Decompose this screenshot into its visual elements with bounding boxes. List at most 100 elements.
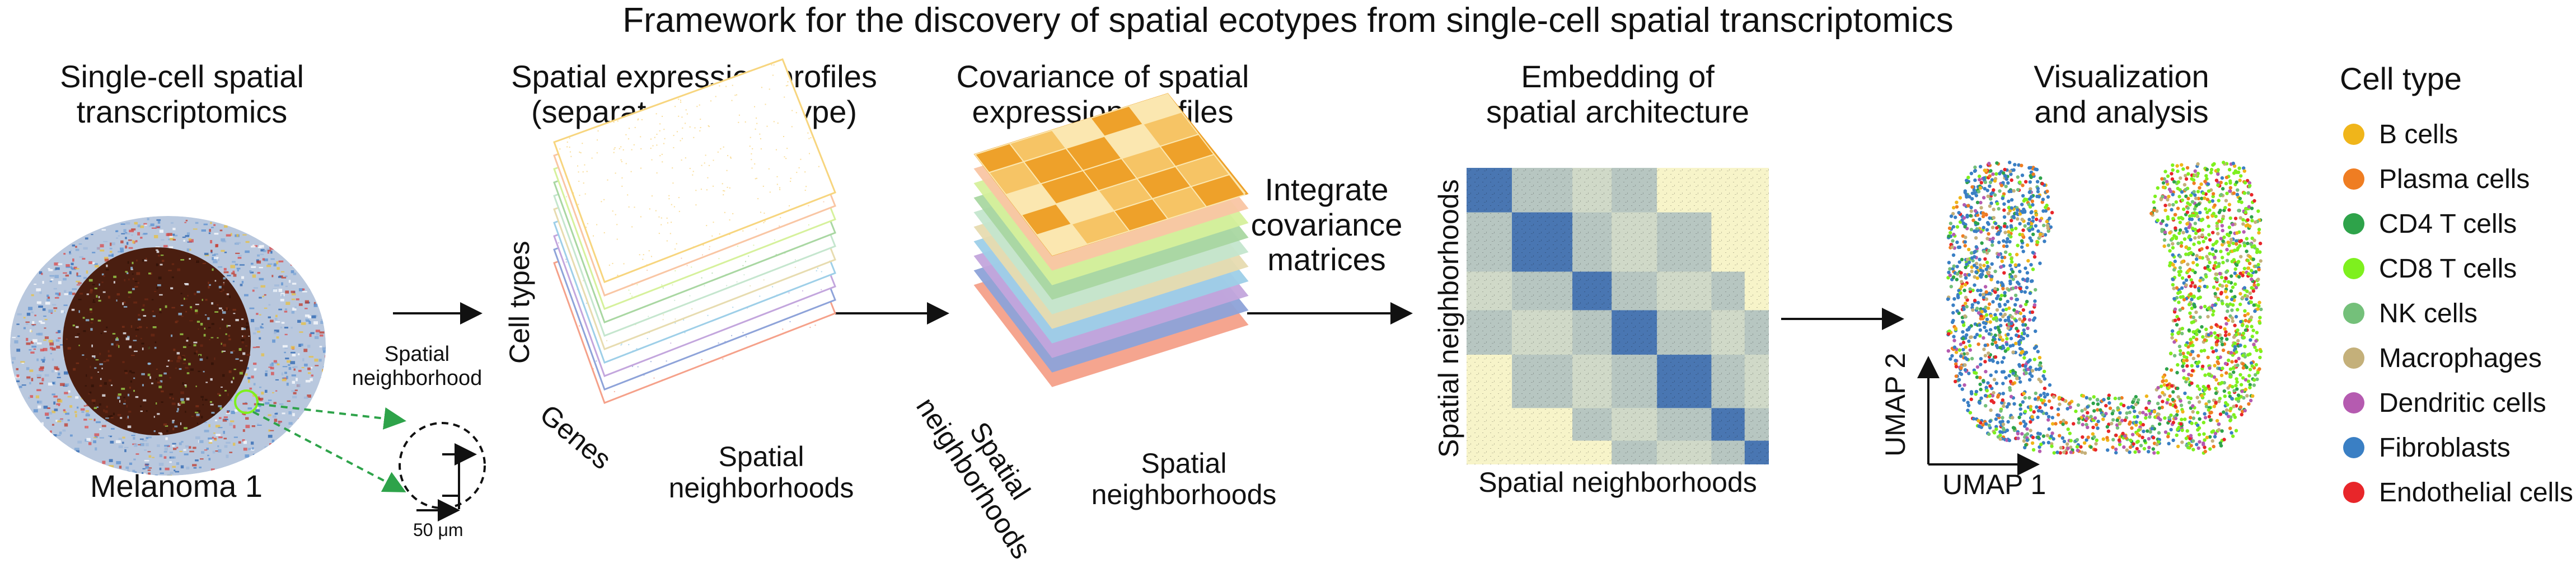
umap-point bbox=[2008, 439, 2011, 442]
tissue-cell bbox=[58, 337, 60, 339]
umap-panel bbox=[1928, 161, 2263, 464]
tissue-cell bbox=[274, 284, 279, 286]
tumor-cell bbox=[232, 350, 235, 351]
umap-point bbox=[2216, 287, 2219, 290]
tissue-cell bbox=[278, 309, 282, 311]
umap-point bbox=[2118, 411, 2121, 415]
tissue-cell bbox=[76, 272, 78, 276]
umap-point bbox=[2180, 440, 2184, 444]
tissue-cell bbox=[270, 258, 274, 260]
tissue-cell bbox=[208, 458, 210, 460]
tissue-cell bbox=[192, 464, 196, 466]
tissue-cell bbox=[306, 321, 311, 322]
umap-point bbox=[2193, 295, 2196, 299]
umap-point bbox=[2158, 406, 2161, 410]
profile-mark bbox=[674, 206, 675, 208]
umap-point bbox=[2046, 195, 2050, 199]
profile-mark bbox=[761, 148, 762, 149]
umap-point bbox=[2250, 278, 2253, 281]
tissue-cell bbox=[58, 405, 60, 406]
umap-point bbox=[1970, 270, 1973, 273]
tumor-cell bbox=[204, 334, 206, 337]
tumor-cell bbox=[79, 311, 80, 313]
tumor-cell bbox=[157, 284, 161, 286]
tumor-cell bbox=[137, 327, 139, 328]
profile-mark bbox=[705, 155, 706, 156]
tissue-cell bbox=[60, 419, 63, 420]
umap-point bbox=[1995, 161, 1998, 164]
profile-mark bbox=[713, 222, 714, 223]
tumor-cell bbox=[182, 363, 186, 364]
profile-mark bbox=[790, 321, 791, 322]
umap-point bbox=[1986, 381, 1989, 384]
profile-mark bbox=[774, 239, 775, 241]
umap-point bbox=[2250, 300, 2253, 304]
umap-point bbox=[2147, 450, 2150, 453]
umap-point bbox=[2226, 259, 2229, 262]
profile-mark bbox=[609, 265, 610, 266]
umap-point bbox=[2171, 217, 2175, 220]
tumor-cell bbox=[184, 427, 188, 429]
umap-point bbox=[1987, 195, 1990, 198]
tissue-cell bbox=[143, 223, 147, 225]
tissue-cell bbox=[258, 452, 262, 454]
umap-point bbox=[2033, 255, 2036, 258]
umap-point bbox=[1961, 330, 1964, 333]
profile-mark bbox=[671, 204, 672, 205]
tumor-cell bbox=[132, 372, 135, 374]
umap-point bbox=[2244, 409, 2247, 412]
tumor-cell bbox=[196, 386, 197, 387]
umap-point bbox=[2171, 163, 2174, 167]
tissue-cell bbox=[176, 447, 178, 449]
umap-point bbox=[2002, 208, 2006, 212]
umap-point bbox=[1958, 384, 1961, 387]
tissue-cell bbox=[63, 409, 65, 411]
tumor-cell bbox=[226, 307, 228, 310]
profile-mark bbox=[603, 199, 605, 200]
profile-mark bbox=[624, 263, 625, 264]
umap-point bbox=[1975, 390, 1978, 393]
profile-mark bbox=[682, 138, 683, 139]
tissue-cell bbox=[176, 462, 179, 465]
umap-point bbox=[2031, 251, 2035, 254]
tissue-cell bbox=[285, 358, 289, 359]
tissue-cell bbox=[296, 378, 298, 381]
umap-point bbox=[2018, 380, 2022, 383]
umap-point bbox=[2022, 332, 2026, 335]
tumor-cell bbox=[130, 267, 133, 270]
umap-point bbox=[2041, 198, 2045, 201]
tissue-cell bbox=[39, 321, 42, 322]
profile-mark bbox=[636, 348, 638, 349]
umap-point bbox=[2025, 300, 2029, 303]
tissue-cell bbox=[40, 370, 43, 372]
tumor-cell bbox=[246, 326, 249, 328]
tissue-cell bbox=[143, 233, 148, 234]
profile-mark bbox=[730, 157, 731, 158]
umap-point bbox=[2028, 378, 2031, 382]
profile-mark bbox=[725, 86, 727, 87]
tissue-cell bbox=[218, 427, 223, 428]
umap-point bbox=[2192, 336, 2195, 339]
tissue-cell bbox=[75, 246, 77, 248]
tissue-cell bbox=[57, 295, 60, 297]
umap-point bbox=[2171, 329, 2174, 332]
tissue-cell bbox=[86, 438, 90, 441]
umap-point bbox=[1950, 214, 1953, 218]
tissue-cell bbox=[284, 352, 286, 354]
umap-point bbox=[2136, 432, 2139, 435]
umap-point bbox=[1974, 229, 1978, 233]
umap-point bbox=[2218, 272, 2222, 275]
tissue-cell bbox=[264, 308, 268, 309]
umap-point bbox=[1996, 361, 1999, 364]
umap-point bbox=[2031, 215, 2035, 219]
profile-mark bbox=[805, 190, 806, 191]
profile-mark bbox=[693, 171, 694, 172]
tissue-cell bbox=[311, 374, 313, 377]
tumor-cell bbox=[161, 255, 163, 256]
tissue-cell bbox=[224, 268, 227, 271]
tissue-cell bbox=[265, 370, 268, 372]
profile-mark bbox=[738, 122, 739, 123]
profile-mark bbox=[790, 178, 791, 179]
umap-point bbox=[2059, 446, 2063, 449]
umap-point bbox=[2196, 384, 2199, 388]
